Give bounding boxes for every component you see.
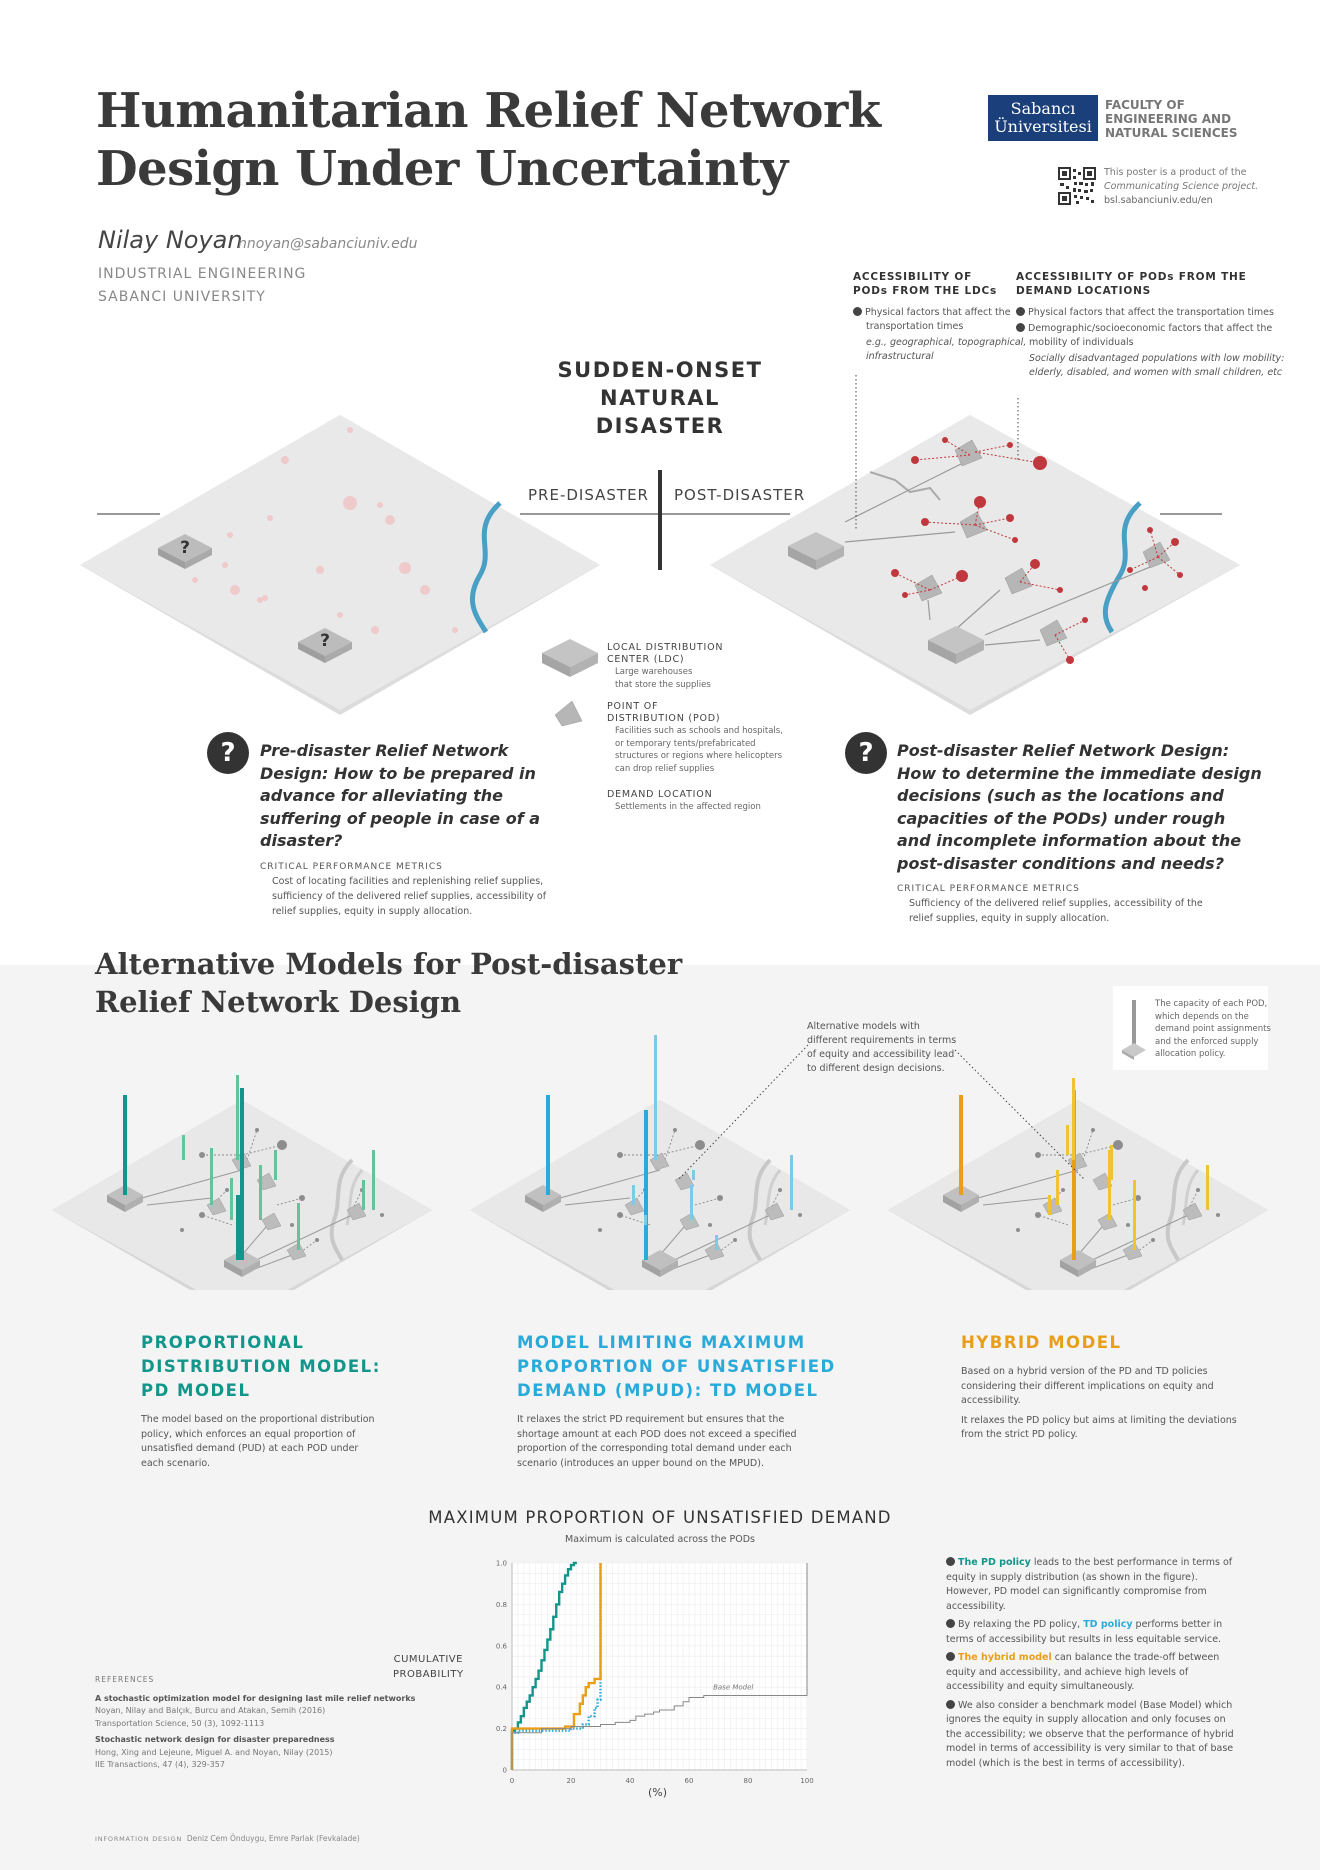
pd-capacity-bars	[123, 1088, 244, 1260]
base-model-annotation: Base Model	[713, 1683, 753, 1691]
demand-accessibility-note: ACCESSIBILITY OF PODs FROM THE DEMAND LO…	[1016, 271, 1285, 378]
poster-title: Humanitarian Relief Network Design Under…	[96, 83, 881, 197]
y-tick-label: 0.2	[496, 1725, 507, 1733]
post-disaster-label: POST-DISASTER	[674, 486, 806, 504]
hybrid-model-plane	[886, 1078, 1270, 1290]
poster-note: This poster is a product of the Communic…	[1104, 167, 1259, 206]
question-icon-pre: ?	[207, 732, 249, 774]
references: REFERENCES A stochastic optimization mod…	[95, 1675, 416, 1769]
post-disaster-question: Post-disaster Relief Network Design: How…	[897, 741, 1262, 873]
arrow-bullet-icon	[946, 1557, 955, 1566]
ldc-building-2	[928, 626, 984, 664]
y-tick-label: 0.6	[496, 1642, 508, 1650]
pre-disaster-plane: ? ?	[80, 415, 600, 715]
x-tick-label: 0	[510, 1777, 514, 1785]
series-line-pd	[510, 1561, 577, 1770]
alternative-models-diagram	[50, 1035, 1270, 1290]
series-line-td	[510, 1563, 602, 1770]
disaster-scene-diagram: ? ?	[80, 375, 1240, 727]
credits: INFORMATION DESIGN Deniz Cem Önduygu, Em…	[95, 1834, 360, 1843]
question-icon-post: ?	[845, 732, 887, 774]
unknown-facility-2: ?	[298, 628, 352, 663]
td-model-plane	[468, 1035, 852, 1290]
finding-1: The PD policy leads to the best performa…	[946, 1557, 1233, 1612]
pre-demand-dots	[192, 427, 458, 634]
legend-ldc: LOCAL DISTRIBUTION CENTER (LDC) Large wa…	[607, 642, 724, 690]
river-post	[1102, 501, 1142, 634]
pod-markers	[914, 439, 1171, 647]
affiliation: INDUSTRIAL ENGINEERING SABANCI UNIVERSIT…	[98, 266, 307, 305]
pd-model-plane	[50, 1075, 434, 1290]
td-model-text: It relaxes the strict PD requirement but…	[517, 1414, 797, 1469]
river-pre	[469, 501, 502, 634]
x-tick-label: 80	[744, 1777, 753, 1785]
chart-y-label: CUMULATIVE PROBABILITY	[393, 1654, 464, 1680]
pd-model-text: The model based on the proportional dist…	[141, 1414, 375, 1469]
finding-3: The hybrid model can balance the trade-o…	[946, 1652, 1220, 1692]
ldc-accessibility-note: ACCESSIBILITY OF PODs FROM THE LDCs Phys…	[853, 271, 1027, 362]
x-tick-label: 40	[626, 1777, 635, 1785]
chart-subtitle: Maximum is calculated across the PODs	[565, 1534, 755, 1545]
arrow-bullet-icon	[946, 1619, 955, 1628]
damaged-road	[869, 471, 941, 501]
post-disaster-metrics: CRITICAL PERFORMANCE METRICS Sufficiency…	[897, 884, 1203, 924]
legend-ldc-icon	[542, 639, 598, 677]
post-disaster-plane	[710, 375, 1240, 715]
hybrid-model-text: Based on a hybrid version of the PD and …	[961, 1366, 1237, 1440]
finding-2: By relaxing the PD policy, TD policy per…	[946, 1619, 1223, 1645]
y-tick-label: 1.0	[496, 1560, 507, 1568]
x-tick-label: 100	[800, 1777, 813, 1785]
series-line-base-model	[511, 1563, 808, 1770]
arrow-bullet-icon	[946, 1652, 955, 1661]
capacity-note: The capacity of each POD, which depends …	[1155, 999, 1271, 1059]
unknown-facility-1: ?	[158, 534, 212, 569]
ldc-building-1	[788, 532, 844, 570]
svg-text:?: ?	[180, 538, 190, 558]
arrow-bullet-icon	[1016, 307, 1025, 316]
faculty-name: FACULTY OF ENGINEERING AND NATURAL SCIEN…	[1105, 98, 1238, 140]
pre-disaster-question: Pre-disaster Relief Network Design: How …	[260, 741, 541, 850]
disaster-heading: SUDDEN-ONSET NATURAL DISASTER	[557, 358, 763, 438]
pre-disaster-label: PRE-DISASTER	[528, 486, 649, 504]
alternatives-title: Alternative Models for Post-disaster Rel…	[95, 947, 683, 1019]
x-tick-label: 20	[567, 1777, 576, 1785]
chart-x-label: (%)	[648, 1786, 668, 1799]
pd-model-title: PROPORTIONAL DISTRIBUTION MODEL: PD MODE…	[141, 1333, 381, 1400]
finding-4: We also consider a benchmark model (Base…	[946, 1699, 1234, 1769]
author-name: Nilay Noyan	[98, 226, 243, 254]
findings-list: The PD policy leads to the best performa…	[946, 1556, 1236, 1775]
pre-disaster-metrics: CRITICAL PERFORMANCE METRICS Cost of loc…	[260, 862, 547, 917]
y-tick-label: 0	[503, 1767, 507, 1775]
hybrid-model-title: HYBRID MODEL	[961, 1333, 1122, 1352]
arrow-bullet-icon	[1016, 323, 1025, 332]
university-logo: Sabancı Üniversitesi	[988, 95, 1098, 141]
x-tick-label: 60	[685, 1777, 694, 1785]
chart-title: MAXIMUM PROPORTION OF UNSATISFIED DEMAND	[428, 1508, 892, 1527]
legend-pod-icon	[554, 700, 583, 727]
legend-demand: DEMAND LOCATION Settlements in the affec…	[607, 789, 761, 812]
td-model-title: MODEL LIMITING MAXIMUM PROPORTION OF UNS…	[517, 1333, 836, 1400]
author-email[interactable]: nnoyan@sabanciuniv.edu	[238, 236, 418, 252]
legend-pod: POINT OF DISTRIBUTION (POD) Facilities s…	[607, 701, 783, 774]
td-capacity-bars	[546, 1095, 648, 1260]
y-tick-label: 0.4	[496, 1684, 508, 1692]
arrow-bullet-icon	[853, 307, 862, 316]
qr-code-icon	[1058, 167, 1096, 205]
capacity-bar-icon	[1122, 1000, 1146, 1060]
arrow-bullet-icon	[946, 1699, 955, 1709]
y-tick-label: 0.8	[496, 1601, 507, 1609]
hybrid-capacity-bars	[959, 1090, 1076, 1260]
alternatives-note: Alternative models with different requir…	[807, 1021, 957, 1074]
post-demand-dots	[891, 437, 1183, 664]
capacity-note-box	[1113, 986, 1268, 1070]
svg-text:?: ?	[320, 631, 330, 651]
